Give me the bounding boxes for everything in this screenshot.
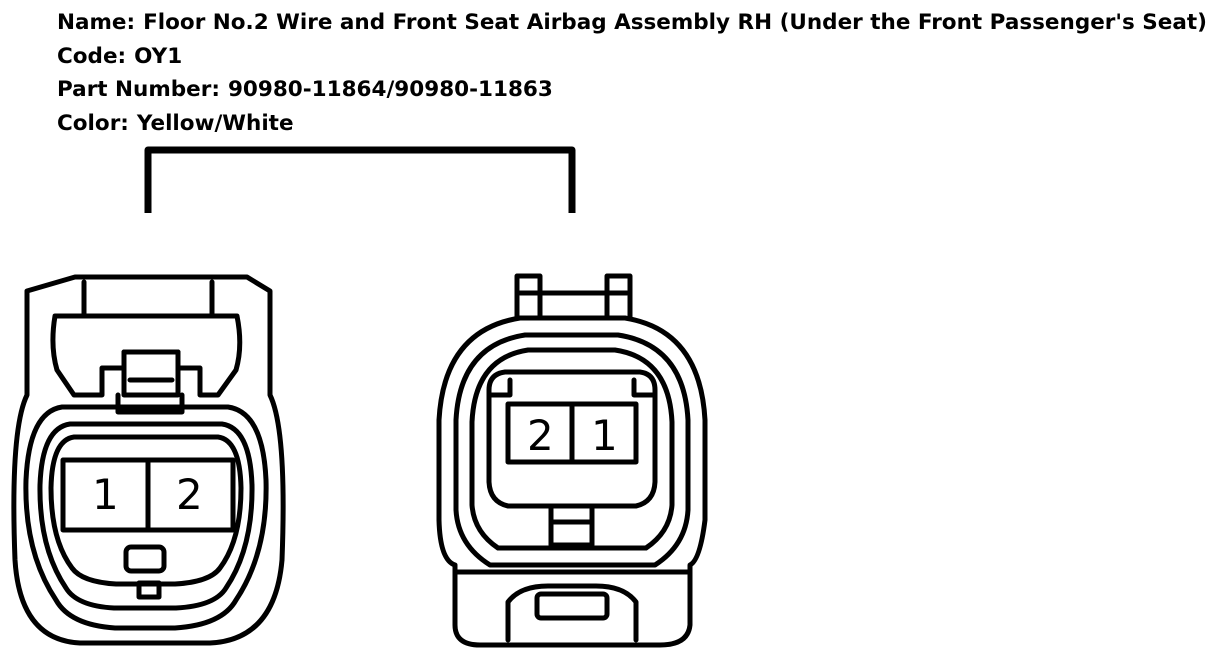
mating-bracket <box>144 146 576 213</box>
name-value: Floor No.2 Wire and Front Seat Airbag As… <box>143 10 1207 35</box>
right-inner-ring <box>453 332 691 568</box>
left-pin-2: 2 <box>176 470 203 519</box>
right-pin-1: 1 <box>591 411 618 460</box>
right-cavity <box>486 369 658 509</box>
right-top-tabs <box>514 273 633 321</box>
part-number-row: Part Number: 90980-11864/90980-11863 <box>57 73 1207 107</box>
left-bottom-notch <box>136 580 162 600</box>
left-top-flap <box>50 313 243 398</box>
right-inner-step-left <box>486 377 513 398</box>
right-housing-outline <box>436 315 708 648</box>
left-cavity <box>48 434 244 587</box>
code-label: Code: <box>57 43 127 69</box>
right-pin-2: 2 <box>527 411 554 460</box>
code-row: Code: OY1 <box>57 40 1207 74</box>
left-key <box>123 544 167 574</box>
color-label: Color: <box>57 110 129 136</box>
left-latch <box>121 349 181 398</box>
name-row: Name: Floor No.2 Wire and Front Seat Airb… <box>57 6 1207 40</box>
color-value: Yellow/White <box>136 110 294 136</box>
left-inner-ring-2 <box>37 421 255 611</box>
part-number-value: 90980-11864/90980-11863 <box>227 77 553 102</box>
color-row: Color: Yellow/White <box>57 107 1207 141</box>
name-label: Name: <box>57 10 136 35</box>
left-pin-1: 1 <box>92 470 119 519</box>
right-bottom-latch <box>505 583 639 643</box>
right-key <box>548 503 595 548</box>
connector-left <box>11 274 286 646</box>
connector-right <box>436 273 708 648</box>
left-housing-outline <box>11 274 286 646</box>
left-latch-base <box>115 392 185 415</box>
part-number-label: Part Number: <box>57 77 220 102</box>
right-bottom-slot <box>534 591 610 621</box>
connector-info: Name: Floor No.2 Wire and Front Seat Airb… <box>57 6 1207 140</box>
right-inner-step-right <box>631 377 658 398</box>
left-inner-ring <box>23 404 269 631</box>
code-value: OY1 <box>134 43 183 69</box>
right-inner-ring-2 <box>469 347 675 551</box>
